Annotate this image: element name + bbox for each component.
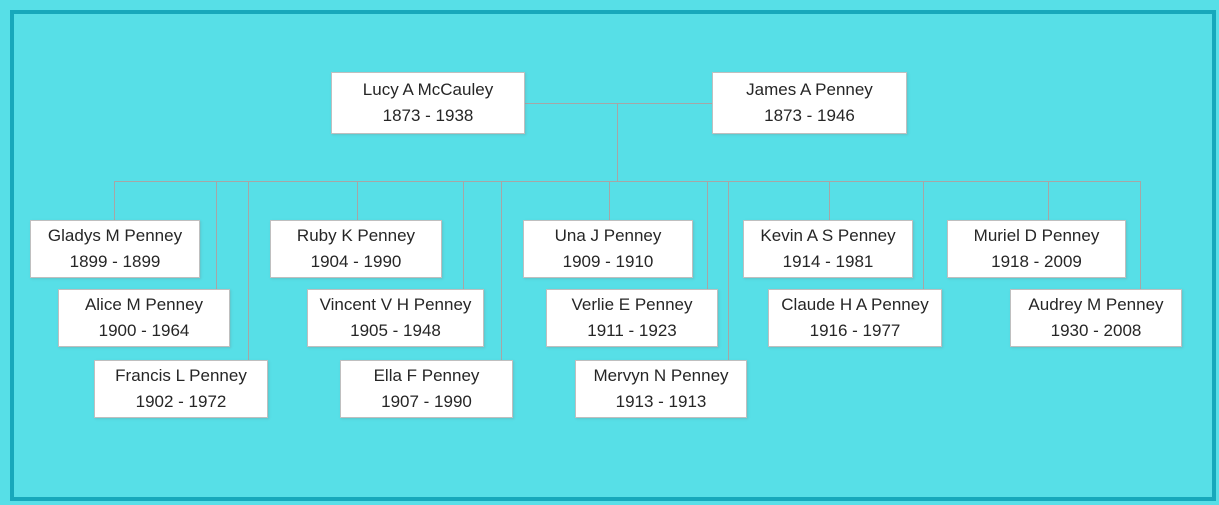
person-box-verlie[interactable]: Verlie E Penney 1911 - 1923 bbox=[546, 289, 718, 347]
person-lifespan: 1873 - 1938 bbox=[382, 106, 474, 125]
person-lifespan: 1930 - 2008 bbox=[1050, 321, 1142, 340]
person-name: Verlie E Penney bbox=[571, 295, 693, 314]
drop-line-francis bbox=[248, 181, 249, 360]
person-lifespan: 1918 - 2009 bbox=[991, 252, 1082, 271]
person-box-kevin[interactable]: Kevin A S Penney 1914 - 1981 bbox=[743, 220, 913, 278]
drop-line-claude bbox=[923, 181, 924, 289]
person-box-mervyn[interactable]: Mervyn N Penney 1913 - 1913 bbox=[575, 360, 747, 418]
couple-descender-line bbox=[617, 103, 618, 181]
person-box-alice[interactable]: Alice M Penney 1900 - 1964 bbox=[58, 289, 230, 347]
drop-line-mervyn bbox=[728, 181, 729, 360]
person-lifespan: 1907 - 1990 bbox=[381, 392, 472, 411]
person-name: Lucy A McCauley bbox=[362, 80, 494, 99]
person-box-muriel[interactable]: Muriel D Penney 1918 - 2009 bbox=[947, 220, 1126, 278]
drop-line-muriel bbox=[1048, 181, 1049, 220]
person-lifespan: 1909 - 1910 bbox=[562, 252, 654, 271]
person-lifespan: 1916 - 1977 bbox=[809, 321, 901, 340]
drop-line-gladys bbox=[114, 181, 115, 220]
person-lifespan: 1905 - 1948 bbox=[350, 321, 441, 340]
person-box-una[interactable]: Una J Penney 1909 - 1910 bbox=[523, 220, 693, 278]
person-box-lucy[interactable]: Lucy A McCauley 1873 - 1938 bbox=[331, 72, 525, 134]
drop-line-verlie bbox=[707, 181, 708, 289]
person-name: Francis L Penney bbox=[115, 366, 247, 385]
person-lifespan: 1873 - 1946 bbox=[764, 106, 855, 125]
person-box-gladys[interactable]: Gladys M Penney 1899 - 1899 bbox=[30, 220, 200, 278]
drop-line-alice bbox=[216, 181, 217, 289]
person-lifespan: 1902 - 1972 bbox=[135, 392, 227, 411]
person-name: Mervyn N Penney bbox=[593, 366, 729, 385]
person-name: Ruby K Penney bbox=[296, 226, 416, 245]
person-name: Audrey M Penney bbox=[1028, 295, 1164, 314]
couple-connector-line bbox=[525, 103, 712, 104]
person-lifespan: 1904 - 1990 bbox=[310, 252, 402, 271]
drop-line-ruby bbox=[357, 181, 358, 220]
person-lifespan: 1914 - 1981 bbox=[782, 252, 874, 271]
drop-line-vincent bbox=[463, 181, 464, 289]
person-name: Claude H A Penney bbox=[781, 295, 929, 314]
drop-line-audrey bbox=[1140, 181, 1141, 289]
person-box-claude[interactable]: Claude H A Penney 1916 - 1977 bbox=[768, 289, 942, 347]
drop-line-kevin bbox=[829, 181, 830, 220]
drop-line-ella bbox=[501, 181, 502, 360]
person-box-james[interactable]: James A Penney 1873 - 1946 bbox=[712, 72, 907, 134]
person-name: Una J Penney bbox=[554, 226, 662, 245]
person-lifespan: 1899 - 1899 bbox=[69, 252, 161, 271]
person-name: Muriel D Penney bbox=[973, 226, 1100, 245]
person-name: Alice M Penney bbox=[84, 295, 204, 314]
person-box-audrey[interactable]: Audrey M Penney 1930 - 2008 bbox=[1010, 289, 1182, 347]
person-name: Gladys M Penney bbox=[47, 226, 183, 245]
person-name: James A Penney bbox=[746, 80, 873, 99]
person-box-vincent[interactable]: Vincent V H Penney 1905 - 1948 bbox=[307, 289, 484, 347]
drop-line-una bbox=[609, 181, 610, 220]
person-box-ella[interactable]: Ella F Penney 1907 - 1990 bbox=[340, 360, 513, 418]
person-name: Ella F Penney bbox=[373, 366, 480, 385]
person-box-francis[interactable]: Francis L Penney 1902 - 1972 bbox=[94, 360, 268, 418]
person-box-ruby[interactable]: Ruby K Penney 1904 - 1990 bbox=[270, 220, 442, 278]
person-name: Kevin A S Penney bbox=[760, 226, 896, 245]
children-bus-line bbox=[114, 181, 1141, 182]
person-name: Vincent V H Penney bbox=[319, 295, 472, 314]
person-lifespan: 1900 - 1964 bbox=[98, 321, 190, 340]
person-lifespan: 1913 - 1913 bbox=[615, 392, 707, 411]
person-lifespan: 1911 - 1923 bbox=[587, 321, 677, 340]
